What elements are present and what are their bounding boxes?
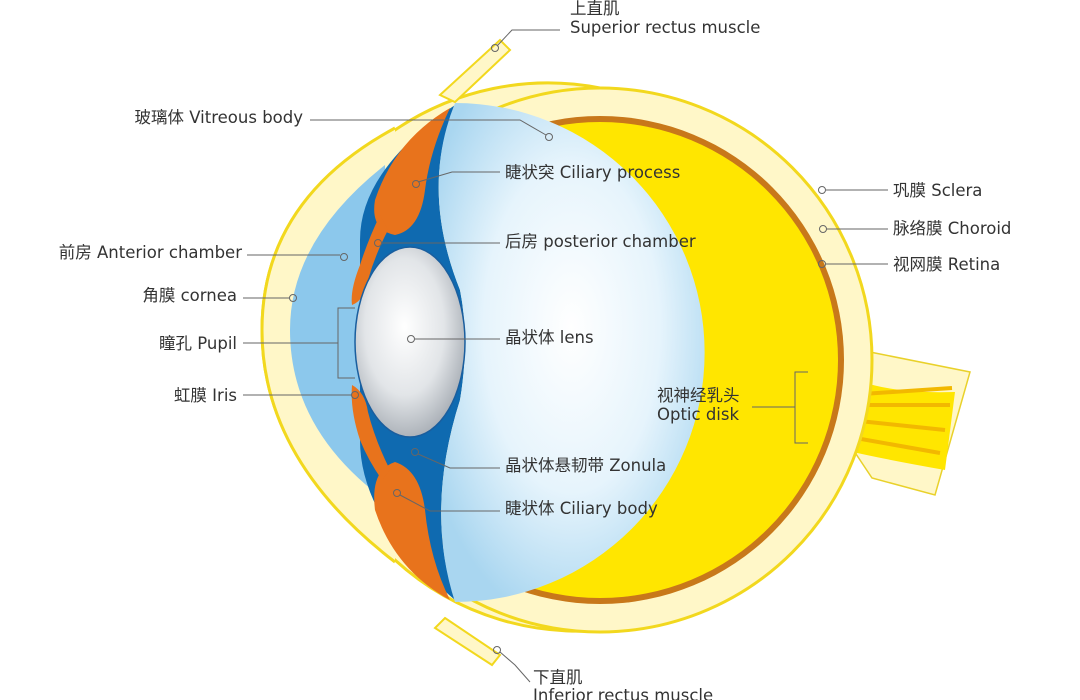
- label-superior-rectus-en: Superior rectus muscle: [570, 18, 760, 37]
- label-choroid: 脉络膜 Choroid: [893, 219, 1011, 238]
- label-optic-disk-cn: 视神经乳头: [657, 386, 740, 405]
- label-pupil: 瞳孔 Pupil: [159, 334, 237, 353]
- label-cornea: 角膜 cornea: [142, 286, 237, 305]
- label-anterior-chamber: 前房 Anterior chamber: [59, 243, 242, 262]
- label-posterior-chamber: 后房 posterior chamber: [505, 232, 696, 251]
- superior-rectus-muscle: [438, 38, 512, 104]
- label-iris: 虹膜 Iris: [174, 386, 237, 405]
- iris-upper: [351, 215, 388, 305]
- ciliary-body-lower: [374, 462, 450, 600]
- label-sclera: 巩膜 Sclera: [893, 181, 982, 200]
- ciliary-body-upper: [374, 108, 450, 235]
- label-optic-disk-en: Optic disk: [657, 405, 739, 424]
- label-lens: 晶状体 lens: [505, 328, 594, 347]
- label-zonula: 晶状体悬韧带 Zonula: [505, 456, 666, 475]
- vitreous-body: [438, 102, 705, 603]
- label-ciliary-body: 睫状体 Ciliary body: [505, 499, 658, 518]
- label-vitreous-body: 玻璃体 Vitreous body: [135, 108, 304, 127]
- leader-lines: [243, 29, 888, 683]
- label-inferior-rectus-en: Inferior rectus muscle: [533, 686, 713, 700]
- iris-lower: [351, 385, 390, 480]
- label-retina: 视网膜 Retina: [893, 255, 1000, 274]
- inferior-rectus-muscle: [433, 616, 502, 667]
- label-inferior-rectus-cn: 下直肌: [533, 668, 583, 687]
- label-ciliary-process: 睫状突 Ciliary process: [505, 163, 680, 182]
- label-superior-rectus-cn: 上直肌: [570, 0, 620, 18]
